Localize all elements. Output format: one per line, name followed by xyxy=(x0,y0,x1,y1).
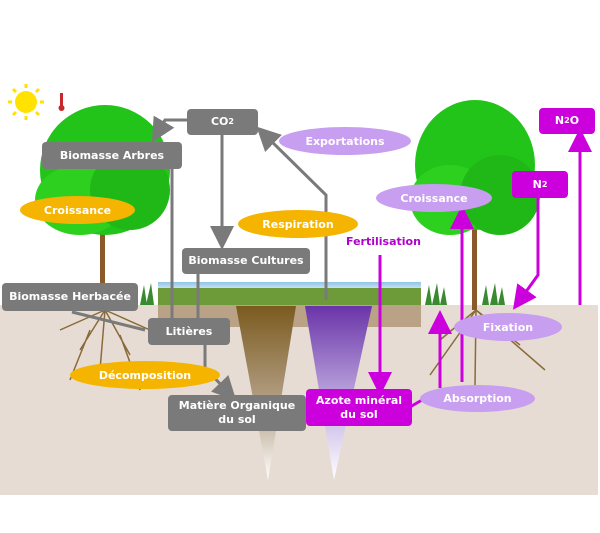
sun-icon xyxy=(8,84,44,120)
grass-tufts xyxy=(140,283,505,305)
fixation-process: Fixation xyxy=(454,313,562,341)
thermometer-icon xyxy=(58,93,65,111)
arrow-azote-to-absorption xyxy=(409,398,423,409)
arrow-herb-to-litter xyxy=(71,310,146,332)
azote-mineral-box: Azote minéral du sol xyxy=(306,389,412,426)
biomasse-herbacee-box: Biomasse Herbacée xyxy=(2,283,138,311)
croissance-n-process: Croissance xyxy=(376,184,492,212)
biomasse-arbres-box: Biomasse Arbres xyxy=(42,142,182,169)
matiere-organique-box: Matière Organique du sol xyxy=(168,395,306,431)
absorption-process: Absorption xyxy=(420,385,535,412)
croissance-process: Croissance xyxy=(20,196,135,224)
litieres-box: Litières xyxy=(148,318,230,345)
respiration-process: Respiration xyxy=(238,210,358,238)
arrow-respiration-to-co2 xyxy=(256,126,328,300)
arrow-co2-to-trees xyxy=(151,115,188,143)
roots-icon xyxy=(59,309,151,391)
organic-matter-cone xyxy=(236,306,296,480)
fertilisation-label: Fertilisation xyxy=(346,235,421,248)
decomposition-process: Décomposition xyxy=(70,361,220,389)
exportations-process: Exportations xyxy=(279,127,411,155)
arrow-n2-to-fixation xyxy=(512,198,540,310)
biomasse-cultures-box: Biomasse Cultures xyxy=(182,248,310,274)
